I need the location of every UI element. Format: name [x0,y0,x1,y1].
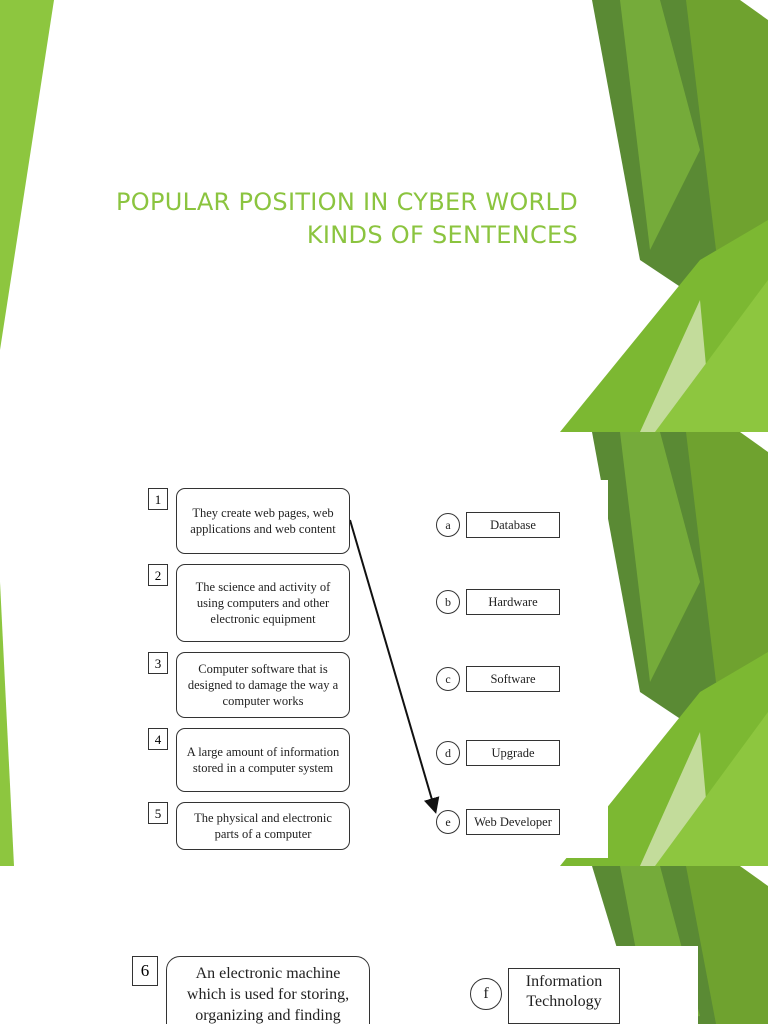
answer-box: Information Technology [508,968,620,1024]
slide-2: 1 They create web pages, web application… [0,432,768,866]
slide-1: POPULAR POSITION IN CYBER WORLD KINDS OF… [0,0,768,432]
left-green-wedge [0,582,14,866]
question-number: 2 [148,564,168,586]
slide-3: 6 An electronic machine which is used fo… [0,866,768,1024]
matching-worksheet: 1 They create web pages, web application… [140,480,608,858]
answer-letter: a [436,513,460,537]
answer-letter: f [470,978,502,1010]
slide-2-background-shapes [0,432,768,866]
question-box: Computer software that is designed to da… [176,652,350,718]
match-arrow [349,519,440,814]
answer-letter: d [436,741,460,765]
question-number: 3 [148,652,168,674]
slide-1-background-shapes [0,0,768,432]
slide-title-line-2: KINDS OF SENTENCES [306,221,578,249]
answer-letter: b [436,590,460,614]
right-mid-band [686,432,768,732]
answer-box: Upgrade [466,740,560,766]
right-light-band [620,0,700,250]
right-mid-band [686,0,768,300]
question-number: 5 [148,802,168,824]
question-number: 6 [132,956,158,986]
answer-box: Software [466,666,560,692]
answer-box: Web Developer [466,809,560,835]
question-box: The science and activity of using comput… [176,564,350,642]
answer-box: Database [466,512,560,538]
right-mid-band [686,866,768,1024]
left-green-wedge [0,0,54,350]
question-number: 1 [148,488,168,510]
slide-title-line-1: POPULAR POSITION IN CYBER WORLD [116,188,578,216]
question-box: A large amount of information stored in … [176,728,350,792]
question-box: The physical and electronic parts of a c… [176,802,350,850]
answer-box: Hardware [466,589,560,615]
question-number: 4 [148,728,168,750]
question-box: They create web pages, web applications … [176,488,350,554]
answer-letter: c [436,667,460,691]
bottom-light-strip [655,712,768,866]
matching-worksheet-continued: 6 An electronic machine which is used fo… [124,946,698,1024]
bottom-light-strip [655,280,768,432]
right-light-band [620,432,700,682]
question-box: An electronic machine which is used for … [166,956,370,1024]
answer-letter: e [436,810,460,834]
